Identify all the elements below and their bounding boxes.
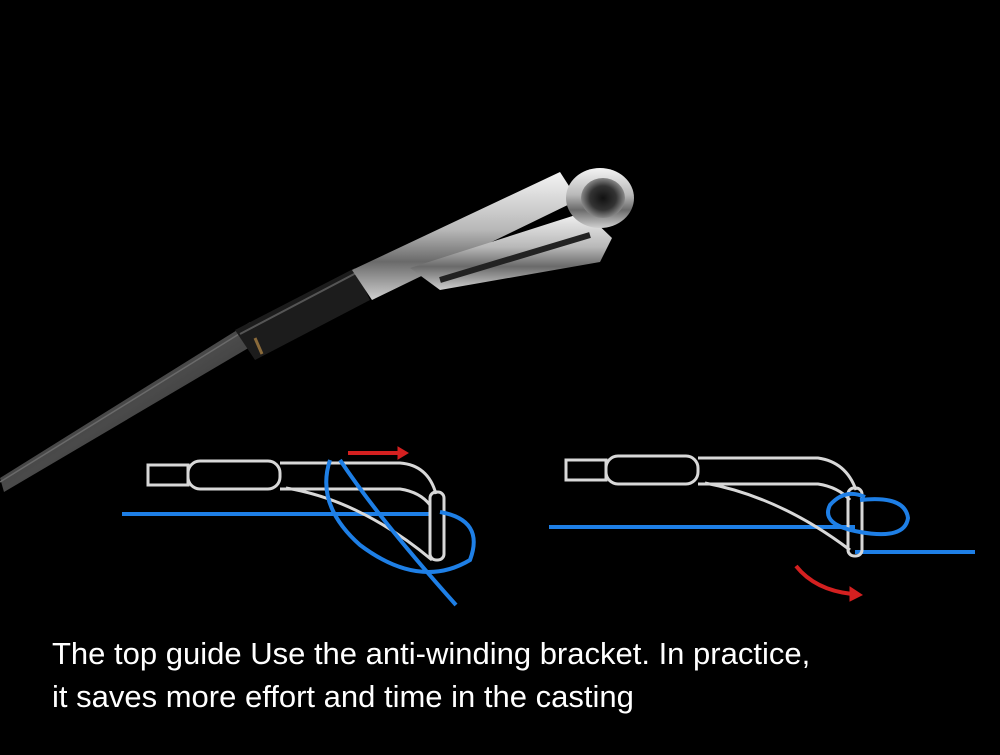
rod-blank — [0, 322, 262, 492]
line-loop — [826, 491, 911, 537]
red-arrow — [794, 564, 863, 602]
caption: The top guide Use the anti-winding brack… — [52, 632, 972, 718]
caption-line-1: The top guide Use the anti-winding brack… — [52, 636, 811, 671]
guide-outline — [146, 459, 446, 562]
rod-tip-photo — [0, 168, 634, 492]
tip-tube — [352, 172, 578, 300]
diagram-tangled — [122, 446, 476, 607]
diagram-cleared — [549, 454, 975, 602]
guide-outline — [564, 454, 864, 558]
caption-line-2: it saves more effort and time in the cas… — [52, 679, 634, 714]
tangled-loop — [324, 458, 476, 607]
rod-wrap — [235, 268, 370, 360]
tip-frame — [410, 212, 612, 290]
red-arrow — [348, 446, 409, 460]
